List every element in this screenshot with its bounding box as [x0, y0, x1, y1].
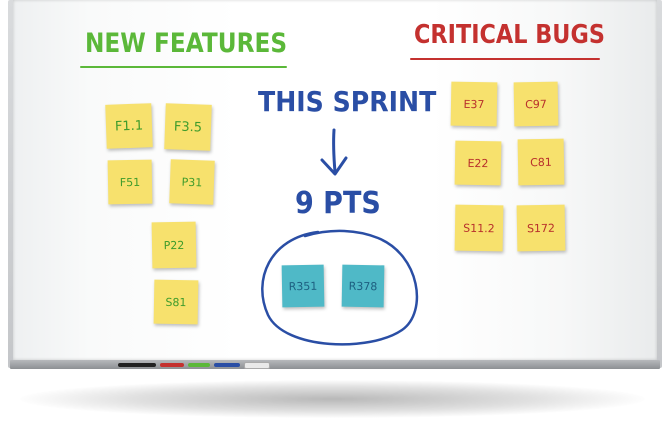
note-label: F51: [119, 175, 141, 189]
feature-note[interactable]: F51: [107, 159, 153, 205]
black-marker[interactable]: [118, 363, 156, 367]
note-label: S11.2: [463, 221, 495, 235]
bug-note[interactable]: S11.2: [454, 204, 504, 252]
feature-note[interactable]: P31: [169, 159, 215, 205]
sprint-points: 9 PTS: [295, 186, 381, 221]
feature-note[interactable]: F1.1: [105, 103, 153, 149]
note-label: R378: [348, 279, 378, 293]
marker-tray: [10, 360, 660, 369]
critical-bugs-underline: [410, 58, 600, 60]
note-label: P31: [181, 175, 203, 189]
note-label: R351: [288, 279, 318, 293]
note-label: F1.1: [114, 118, 144, 134]
bug-note[interactable]: E22: [454, 140, 502, 186]
new-features-underline: [80, 66, 287, 68]
note-label: C81: [530, 155, 552, 169]
floor-shadow: [20, 380, 645, 418]
bug-note[interactable]: S172: [516, 204, 566, 252]
sprint-note[interactable]: R351: [281, 264, 325, 308]
note-label: E22: [467, 156, 489, 170]
new-features-heading: NEW FEATURES: [85, 28, 288, 59]
note-label: S81: [165, 295, 187, 309]
feature-note[interactable]: P22: [151, 221, 197, 269]
blue-marker[interactable]: [214, 363, 240, 367]
bug-note[interactable]: E37: [450, 81, 498, 127]
bug-note[interactable]: C97: [513, 81, 559, 127]
sprint-note[interactable]: R378: [341, 264, 385, 308]
feature-note[interactable]: S81: [153, 279, 199, 325]
feature-note[interactable]: F3.5: [164, 103, 212, 151]
bug-note[interactable]: C81: [517, 138, 565, 186]
eraser[interactable]: [244, 362, 270, 369]
note-label: S172: [526, 221, 556, 235]
critical-bugs-heading: CRITICAL BUGS: [414, 20, 605, 50]
note-label: E37: [463, 97, 485, 111]
sprint-title: THIS SPRINT: [258, 85, 437, 118]
note-label: P22: [163, 238, 185, 252]
red-marker[interactable]: [160, 363, 184, 367]
green-marker[interactable]: [188, 363, 210, 367]
note-label: F3.5: [173, 119, 203, 135]
note-label: C97: [525, 97, 547, 111]
